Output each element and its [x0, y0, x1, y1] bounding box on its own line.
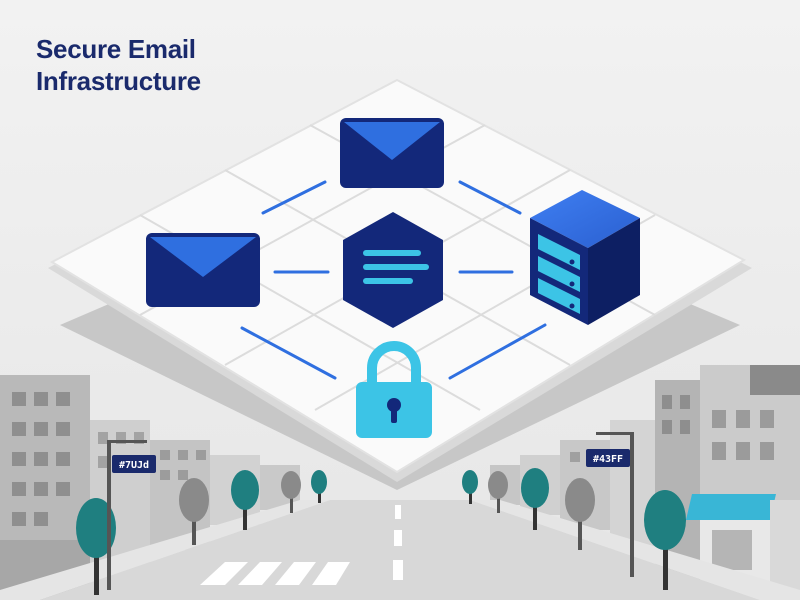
- document-hexagon-icon: [343, 212, 443, 328]
- envelope-icon: [340, 118, 444, 188]
- street-sign-icon: #7UJd: [107, 440, 156, 590]
- road: [0, 500, 800, 600]
- title-line-1: Secure Email: [36, 34, 196, 64]
- trees: [76, 468, 686, 595]
- street-sign-icon: #43FF: [586, 432, 634, 577]
- street-sign-left-text: #7UJd: [119, 460, 149, 471]
- connection-lines: [240, 180, 547, 380]
- title-line-2: Infrastructure: [36, 66, 201, 96]
- envelope-icon: [146, 233, 260, 307]
- padlock-icon: [356, 341, 432, 438]
- server-rack-icon: [530, 190, 640, 325]
- street-sign-right-text: #43FF: [593, 454, 623, 465]
- page-title: Secure Email Infrastructure: [36, 33, 201, 97]
